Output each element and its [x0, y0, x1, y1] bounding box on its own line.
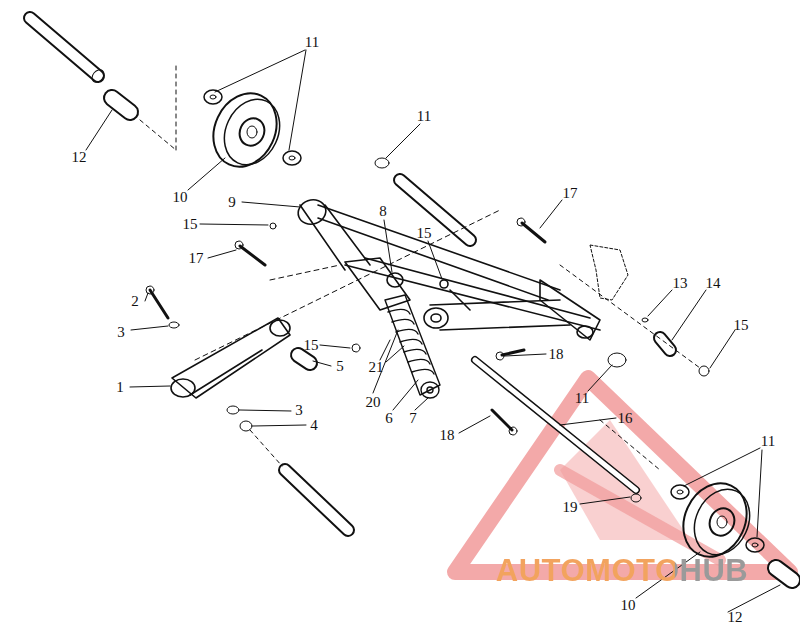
callout-number: 9: [226, 194, 238, 211]
callout-number: 2: [129, 293, 141, 310]
callout-number: 11: [759, 433, 777, 450]
callout-number: 3: [293, 402, 305, 419]
callout-number: 6: [383, 410, 395, 427]
leader-lines: [86, 50, 780, 612]
bushing: [112, 98, 130, 112]
callout-number: 21: [367, 359, 386, 376]
callout-number: 15: [302, 337, 321, 354]
shaft: [285, 470, 348, 530]
callout-number: 17: [561, 185, 580, 202]
callout-number: 16: [616, 410, 635, 427]
callout-number: 20: [364, 394, 383, 411]
callout-number: 18: [547, 346, 566, 363]
callout-number: 19: [561, 499, 580, 516]
callout-number: 14: [704, 275, 723, 292]
bushing: [298, 355, 310, 363]
callout-number: 7: [407, 410, 419, 427]
a-arm: [295, 196, 600, 340]
callout-number: 10: [171, 189, 190, 206]
callout-number: 15: [415, 225, 434, 242]
callout-number: 17: [187, 250, 206, 267]
callout-number: 10: [619, 597, 638, 614]
callout-number: 18: [438, 427, 457, 444]
bushing: [776, 568, 792, 580]
callout-number: 11: [415, 108, 433, 125]
watermark: AUTOMOTOHUB: [496, 555, 748, 586]
callout-number: 15: [181, 216, 200, 233]
link-arm: [171, 318, 290, 398]
callout-number: 8: [377, 203, 389, 220]
callout-number: 5: [334, 358, 346, 375]
callout-number: 12: [70, 149, 89, 166]
callout-number: 1: [114, 379, 126, 396]
callout-number: 4: [308, 417, 320, 434]
callout-number: 11: [303, 34, 321, 51]
callout-number: 11: [573, 390, 591, 407]
callout-number: 3: [115, 324, 127, 341]
shaft: [400, 180, 470, 240]
callout-number: 13: [671, 275, 690, 292]
bushing: [660, 338, 670, 350]
shaft: [30, 18, 106, 85]
wheel: [202, 83, 301, 177]
wheel: [671, 473, 764, 567]
callout-number: 15: [732, 317, 751, 334]
rod: [475, 360, 636, 490]
callout-number: 12: [726, 609, 745, 626]
shock-absorber: [385, 295, 440, 398]
